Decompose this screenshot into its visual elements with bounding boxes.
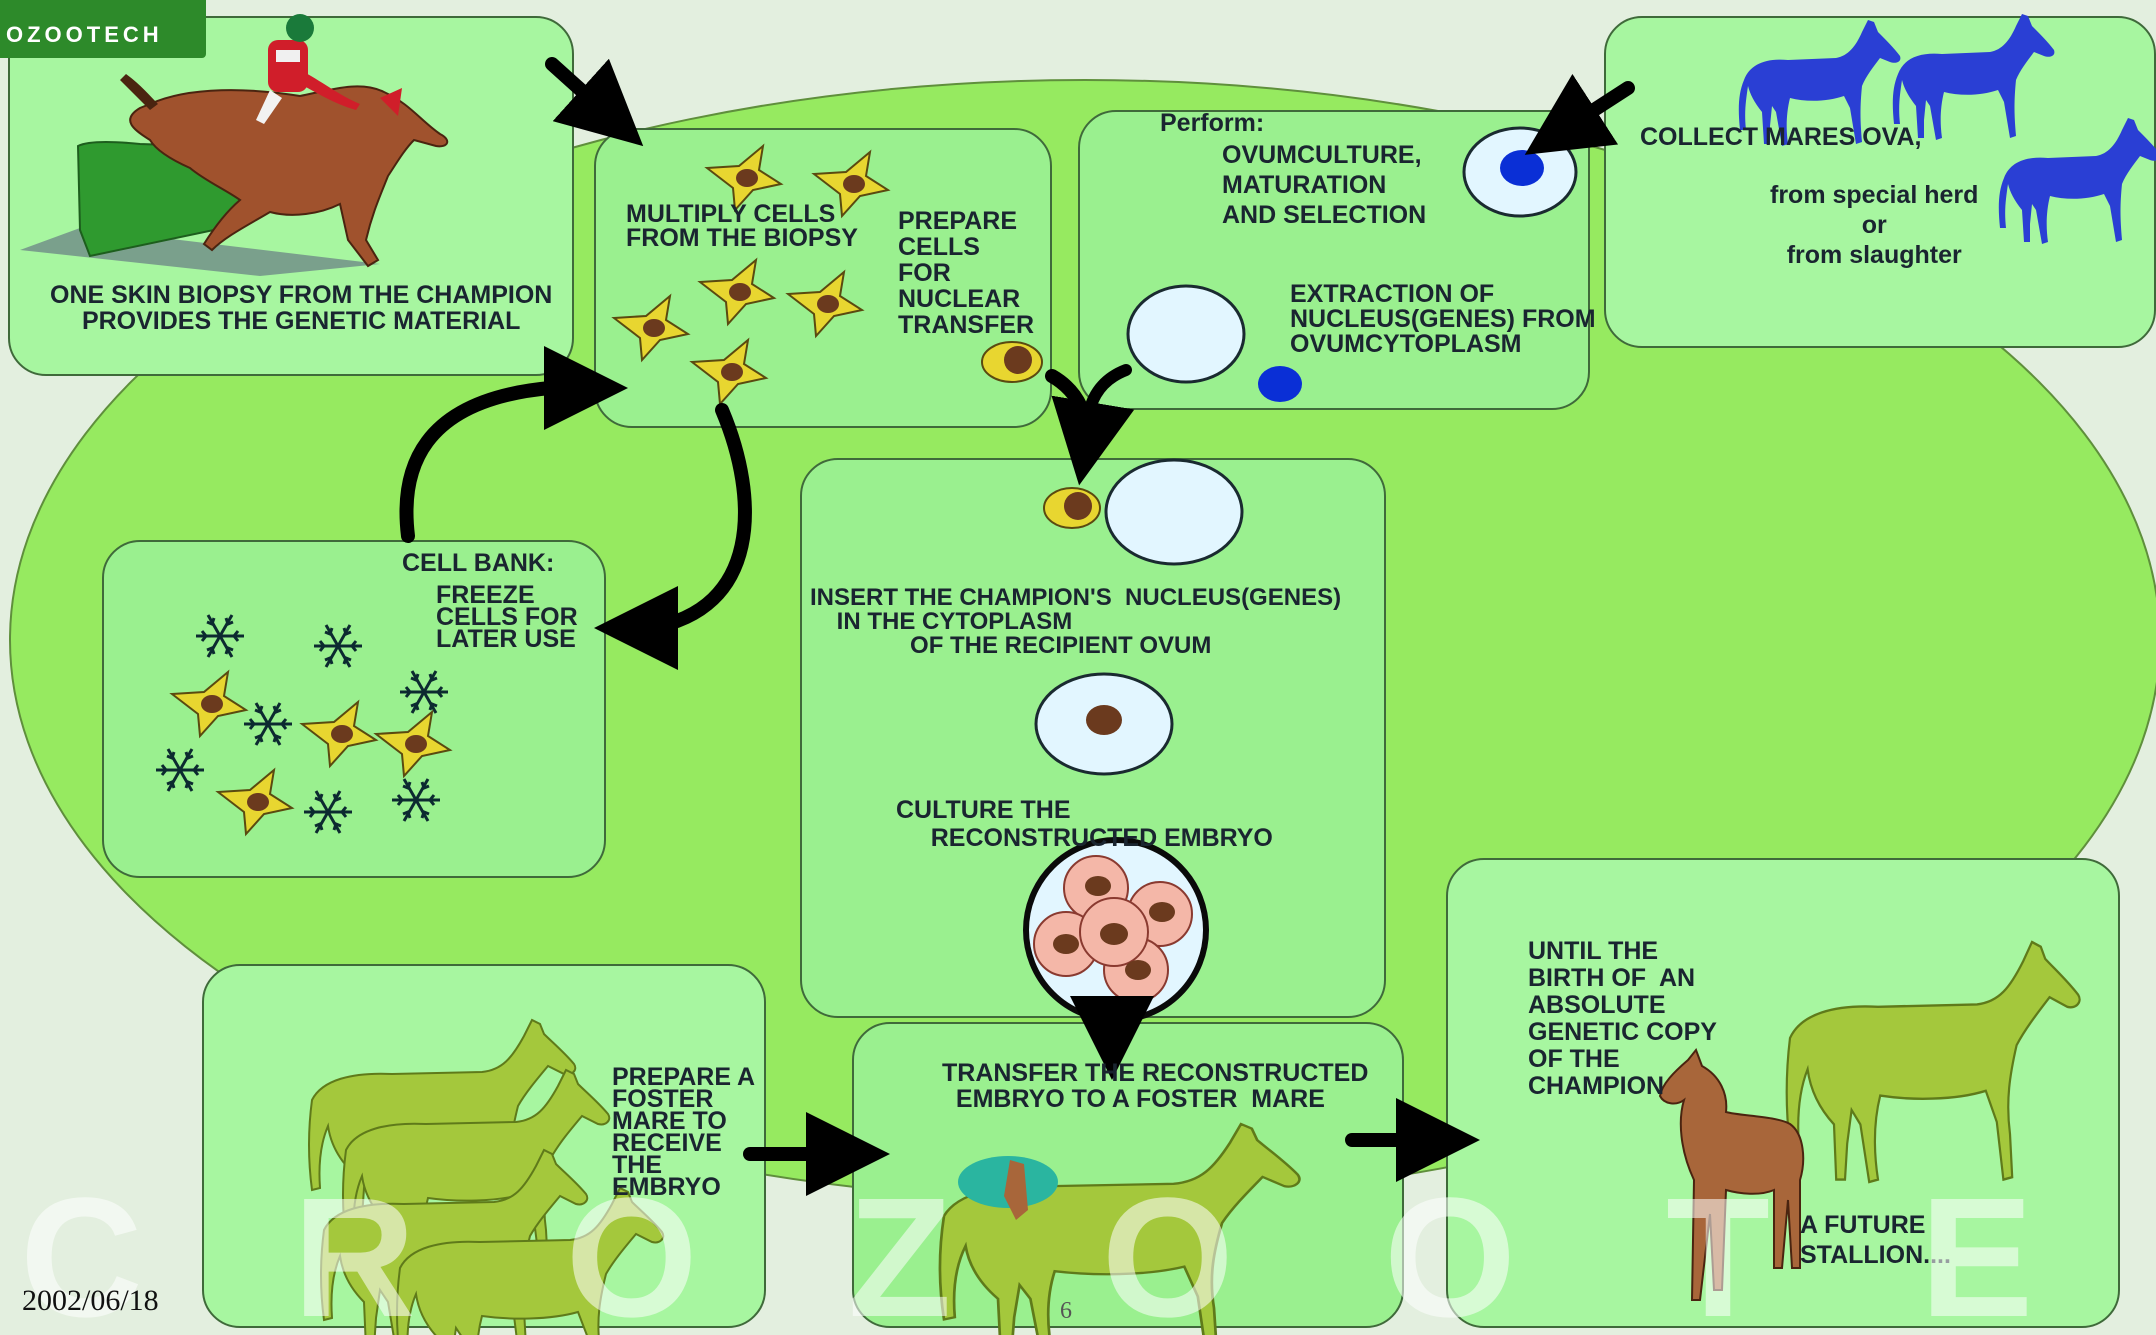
arrow-icon: [399, 57, 1635, 1196]
page-number: 6: [1060, 1298, 1072, 1324]
collect-title: COLLECT MARES OVA,: [1640, 123, 1922, 151]
prepare-cells-label: PREPARE CELLS FOR NUCLEAR TRANSFER: [898, 207, 1035, 339]
insert-label: INSERT THE CHAMPION'S NUCLEUS(GENES) IN …: [810, 584, 1342, 659]
culture-label: CULTURE THE RECONSTRUCTED EMBRYO: [896, 796, 1273, 852]
ovum-culture-label: OVUMCULTURE, MATURATION AND SELECTION: [1222, 141, 1427, 229]
stallion-label: A FUTURE STALLION....: [1800, 1211, 1951, 1269]
stallion-icon: [1785, 940, 2081, 1184]
embryo-icon: [1023, 837, 1209, 1023]
foster-prep-label: PREPARE A FOSTER MARE TO RECEIVE THE EMB…: [612, 1063, 756, 1201]
ovum-icon: [1126, 126, 1578, 402]
birth-label: UNTIL THE BIRTH OF AN ABSOLUTE GENETIC C…: [1528, 937, 1717, 1100]
pregnant-mare-icon: [938, 1122, 1301, 1335]
prepared-cell-icon: [981, 341, 1043, 383]
cell-icon: [613, 145, 889, 405]
slide-date: 2002/06/18: [22, 1284, 159, 1317]
watermark: CROZOOTECH: [20, 1163, 2156, 1335]
logo-text: OZOOTECH: [6, 22, 163, 47]
champion-label: ONE SKIN BIOPSY FROM THE CHAMPION PROVID…: [50, 281, 553, 335]
extraction-label: EXTRACTION OF NUCLEUS(GENES) FROM OVUMCY…: [1290, 280, 1596, 358]
perform-label: Perform:: [1160, 109, 1265, 137]
cell-bank-title: CELL BANK:: [402, 549, 555, 577]
company-logo: OZOOTECH: [0, 0, 206, 58]
foal-icon: [1658, 1048, 1805, 1301]
donor-cell-icon: [1043, 458, 1244, 566]
reconstructed-ovum-icon: [1034, 672, 1174, 776]
jockey-horse-icon: [120, 14, 449, 268]
collect-sub: from special herd or from slaughter: [1770, 181, 1979, 269]
multiply-label: MULTIPLY CELLS FROM THE BIOPSY: [626, 200, 858, 252]
transfer-label: TRANSFER THE RECONSTRUCTED EMBRYO TO A F…: [942, 1059, 1369, 1113]
cell-bank-text: FREEZE CELLS FOR LATER USE: [436, 581, 578, 653]
